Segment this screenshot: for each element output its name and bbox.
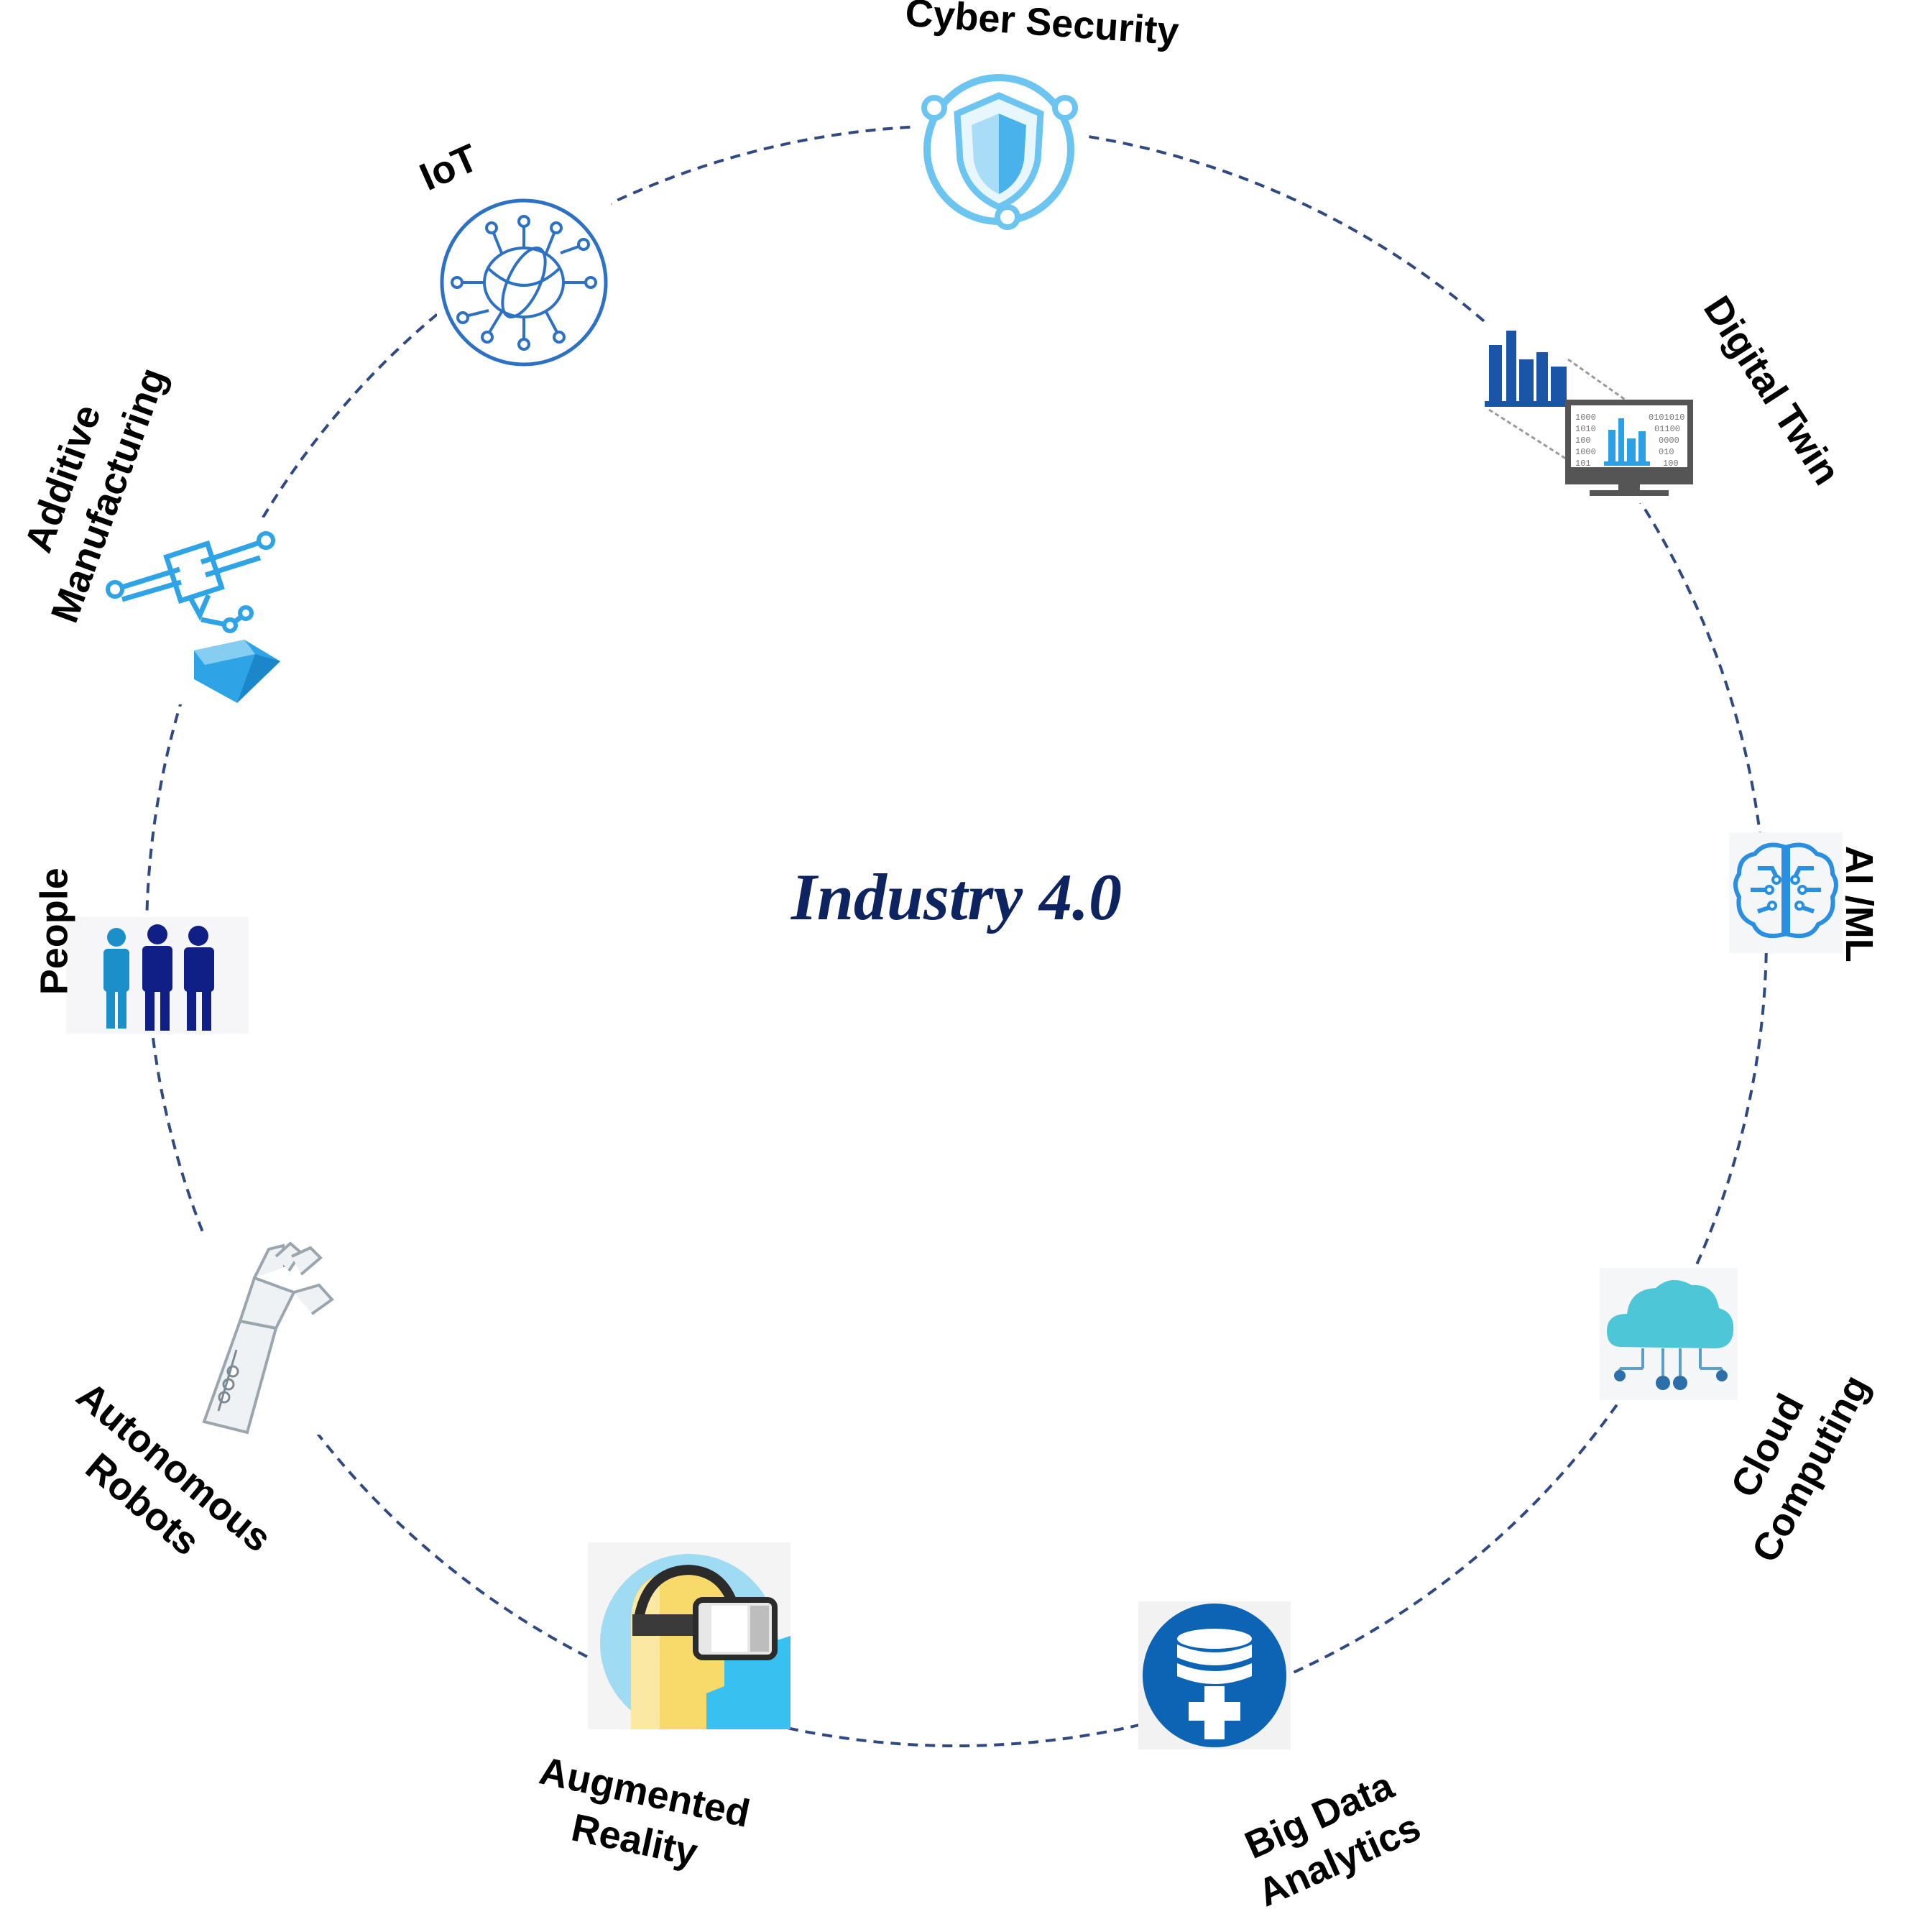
- cloud-icon: [1600, 1268, 1738, 1400]
- svg-text:100: 100: [1575, 436, 1591, 446]
- 3d-printer-icon: [101, 518, 287, 704]
- svg-text:1000: 1000: [1575, 413, 1596, 423]
- network-globe-icon: [437, 196, 611, 369]
- diagram-title: Industry 4.0: [790, 860, 1123, 934]
- brain-circuit-icon: [1729, 832, 1843, 953]
- svg-text:100: 100: [1663, 459, 1679, 469]
- shield-icon: [913, 63, 1085, 236]
- people-icon: [66, 917, 249, 1034]
- database-icon: [1138, 1601, 1291, 1749]
- svg-text:010: 010: [1659, 447, 1674, 457]
- vr-headset-icon: [588, 1542, 790, 1729]
- svg-text:1010: 1010: [1575, 424, 1596, 434]
- svg-text:01100: 01100: [1654, 424, 1680, 434]
- svg-text:101: 101: [1575, 459, 1591, 469]
- svg-text:1000: 1000: [1575, 447, 1596, 457]
- robot-arm-icon: [197, 1235, 348, 1435]
- label-people: People: [32, 868, 76, 995]
- svg-text:0000: 0000: [1659, 436, 1679, 446]
- svg-text:0101010: 0101010: [1649, 413, 1684, 423]
- label-ai-ml: AI /ML: [1837, 845, 1881, 962]
